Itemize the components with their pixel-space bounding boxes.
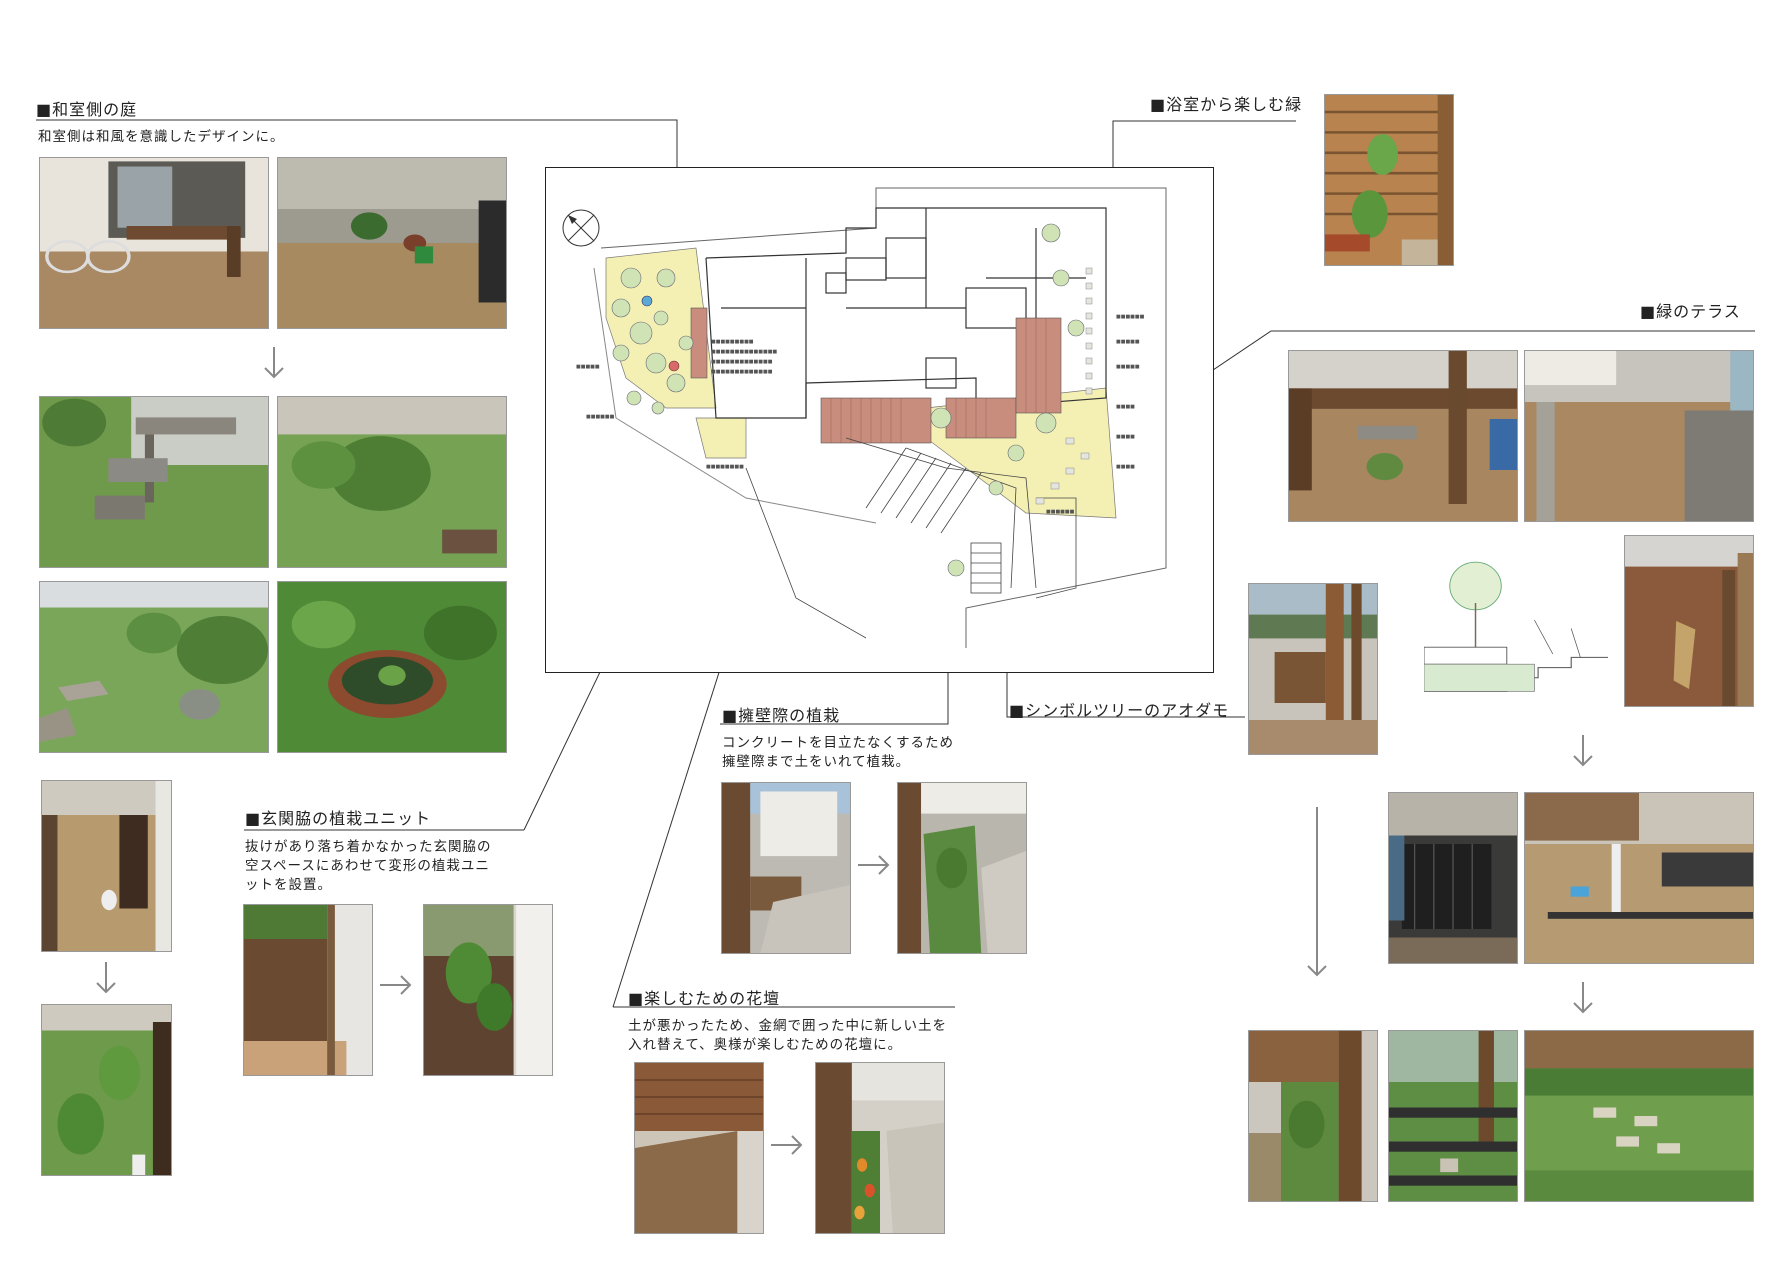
photo-washitsu-before-1 bbox=[39, 157, 269, 329]
section-title-washitsu: ■和室側の庭 bbox=[36, 100, 138, 119]
arrow-down-icon bbox=[259, 345, 289, 385]
svg-text:■■■■■■■■■■■■■■: ■■■■■■■■■■■■■■ bbox=[711, 349, 777, 355]
svg-text:■■■■: ■■■■ bbox=[1116, 404, 1135, 410]
photo-kadan-before bbox=[634, 1062, 764, 1234]
arrow-right-icon bbox=[856, 852, 892, 882]
photo-terrace-construction-1 bbox=[1388, 792, 1518, 964]
photo-washitsu-after-1 bbox=[39, 396, 269, 568]
section-title-terrace: ■緑のテラス bbox=[1640, 302, 1741, 321]
arrow-down-icon bbox=[91, 960, 121, 1000]
section-desc-washitsu: 和室側は和風を意識したデザインに。 bbox=[38, 129, 285, 145]
photo-yoheki-before bbox=[721, 782, 851, 954]
arrow-right-icon bbox=[378, 972, 414, 1002]
photo-kadan-after bbox=[815, 1062, 945, 1234]
photo-terrace-soil bbox=[1624, 535, 1754, 707]
svg-text:■■■■■■■■: ■■■■■■■■ bbox=[706, 464, 744, 470]
photo-washitsu-after-3 bbox=[39, 581, 269, 753]
svg-text:■■■■■■■■■■■■■: ■■■■■■■■■■■■■ bbox=[711, 369, 773, 375]
photo-yokushitsu bbox=[1324, 94, 1454, 266]
photo-genkan-unit-after bbox=[423, 904, 553, 1076]
section-desc-yoheki-2: 擁壁際まで土をいれて植栽。 bbox=[722, 754, 911, 770]
north-compass-icon bbox=[562, 209, 600, 247]
photo-yoheki-after bbox=[897, 782, 1027, 954]
svg-text:■■■■■: ■■■■■ bbox=[1116, 364, 1140, 370]
section-title-kadan: ■楽しむための花壇 bbox=[628, 989, 781, 1008]
photo-terrace-construction-2 bbox=[1524, 792, 1754, 964]
photo-terrace-after-3 bbox=[1524, 1030, 1754, 1202]
arrow-down-icon bbox=[1568, 980, 1598, 1020]
photo-washitsu-after-2 bbox=[277, 396, 507, 568]
svg-text:■■■■: ■■■■ bbox=[1116, 464, 1135, 470]
section-desc-kadan-2: 入れ替えて、奥様が楽しむための花壇に。 bbox=[628, 1037, 903, 1053]
photo-genkan-side-after bbox=[41, 1004, 172, 1176]
section-title-yoheki: ■擁壁際の植栽 bbox=[722, 706, 841, 725]
section-desc-genkan-1: 抜けがあり落ち着かなかった玄関脇の bbox=[245, 839, 492, 855]
photo-genkan-unit-before bbox=[243, 904, 373, 1076]
site-plan-drawing: ■■■■■■■■■ ■■■■■■■■■■■■■■ ■■■■■■■■■■■■■ ■… bbox=[545, 167, 1214, 673]
section-desc-yoheki-1: コンクリートを目立たなくするため bbox=[722, 735, 954, 751]
svg-text:■■■■■■: ■■■■■■ bbox=[1116, 314, 1145, 320]
section-desc-genkan-3: ットを設置。 bbox=[245, 877, 332, 893]
photo-symbol-tree-deck bbox=[1248, 583, 1378, 755]
photo-terrace-before-1 bbox=[1288, 350, 1518, 522]
svg-text:■■■■■■: ■■■■■■ bbox=[1046, 509, 1075, 515]
svg-text:■■■■■: ■■■■■ bbox=[576, 364, 600, 370]
arrow-down-icon bbox=[1302, 805, 1332, 983]
photo-genkan-side-before bbox=[41, 780, 172, 952]
arrow-down-icon bbox=[1568, 733, 1598, 773]
photo-terrace-after-1 bbox=[1248, 1030, 1378, 1202]
section-desc-genkan-2: 空スペースにあわせて変形の植栽ユニ bbox=[245, 858, 490, 874]
svg-text:■■■■■■: ■■■■■■ bbox=[586, 414, 615, 420]
arrow-right-icon bbox=[769, 1132, 805, 1162]
sketch-terrace-section bbox=[1424, 535, 1608, 705]
section-desc-kadan-1: 土が悪かったため、金網で囲った中に新しい土を bbox=[628, 1018, 947, 1034]
photo-washitsu-before-2 bbox=[277, 157, 507, 329]
section-title-yokushitsu: ■浴室から楽しむ緑 bbox=[1150, 95, 1303, 114]
photo-terrace-after-2 bbox=[1388, 1030, 1518, 1202]
svg-text:■■■■■■■■■: ■■■■■■■■■ bbox=[711, 339, 754, 345]
section-title-symbol-tree: ■シンボルツリーのアオダモ bbox=[1009, 701, 1230, 720]
section-title-genkan: ■玄関脇の植栽ユニット bbox=[245, 809, 432, 828]
photo-washitsu-after-4 bbox=[277, 581, 507, 753]
photo-terrace-before-2 bbox=[1524, 350, 1754, 522]
svg-text:■■■■: ■■■■ bbox=[1116, 434, 1135, 440]
svg-text:■■■■■■■■■■■■■: ■■■■■■■■■■■■■ bbox=[711, 359, 773, 365]
svg-text:■■■■■: ■■■■■ bbox=[1116, 339, 1140, 345]
